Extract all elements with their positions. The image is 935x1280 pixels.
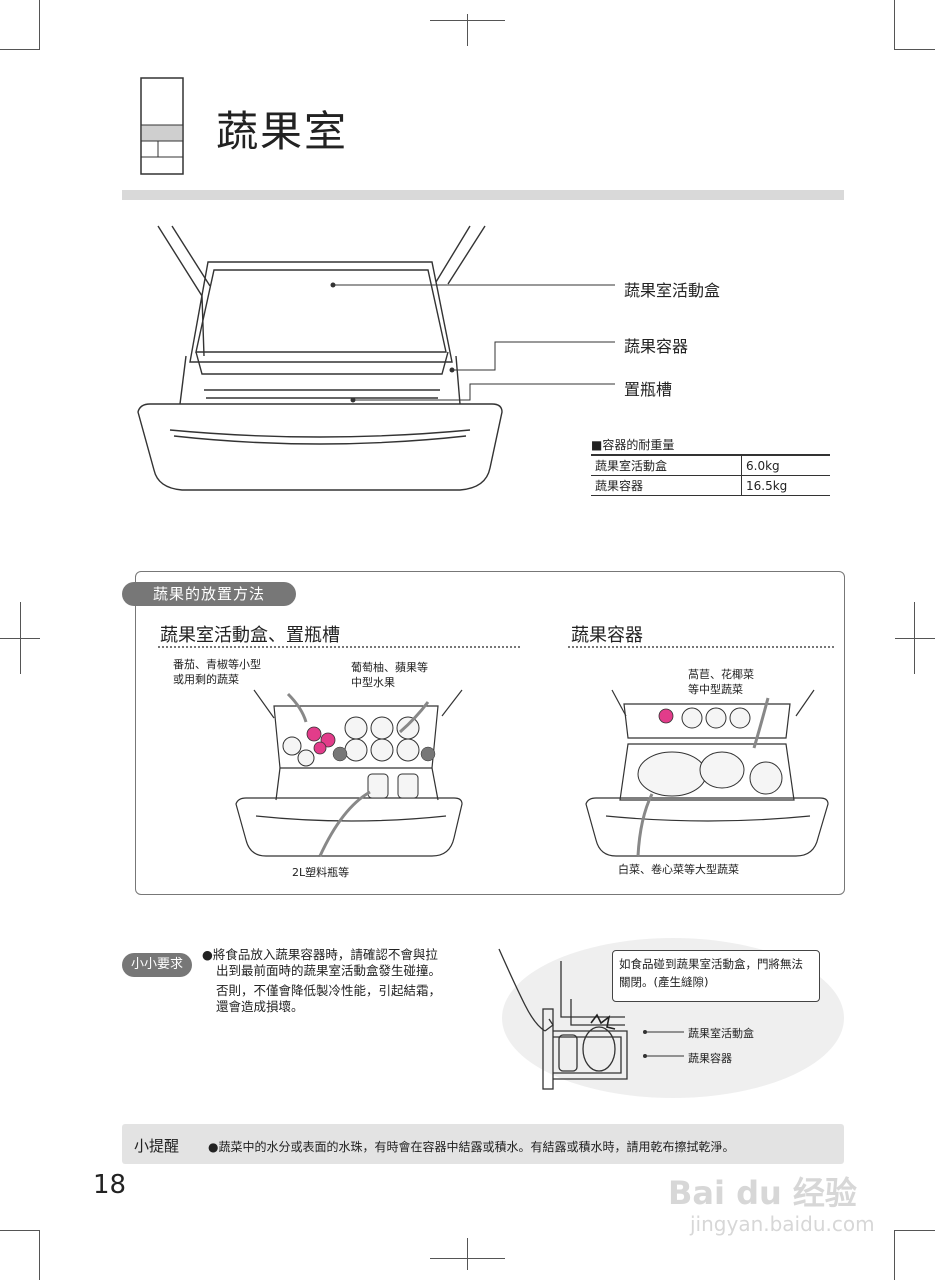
fridge-section-icon	[140, 77, 184, 175]
watermark-url: jingyan.baidu.com	[690, 1212, 875, 1236]
page-title: 蔬果室	[216, 107, 349, 156]
left-drawer-illustration	[235, 689, 463, 857]
note-medium-vegetables: 萵苣、花椰菜 等中型蔬菜	[688, 667, 754, 697]
note-line: 中型水果	[351, 676, 395, 689]
crop-mark	[430, 1258, 505, 1259]
crop-mark	[894, 0, 895, 50]
requirement-line: ●將食品放入蔬果容器時，請確認不會與拉	[202, 947, 438, 962]
crop-mark	[467, 1238, 468, 1270]
crop-mark	[0, 1230, 40, 1231]
requirement-line: 還會造成損壞。	[216, 999, 304, 1014]
crop-mark	[894, 1230, 895, 1280]
requirement-text: ●將食品放入蔬果容器時，請確認不會與拉 出到最前面時的蔬果室活動盒發生碰撞。 否…	[202, 947, 477, 1015]
note-medium-fruit: 葡萄柚、蘋果等 中型水果	[351, 660, 428, 690]
tip-bar	[122, 1124, 844, 1164]
callout-active-box: 蔬果室活動盒	[624, 281, 721, 300]
right-heading: 蔬果容器	[571, 625, 643, 646]
page-number: 18	[93, 1170, 127, 1200]
crop-mark	[39, 0, 40, 50]
right-heading-dots	[568, 646, 834, 648]
crop-mark	[895, 638, 935, 639]
crop-mark	[894, 49, 935, 50]
note-line: 萵苣、花椰菜	[688, 668, 754, 681]
table-row: 蔬果室活動盒 6.0kg	[591, 454, 830, 476]
note-small-vegetables: 番茄、青椒等小型 或用剩的蔬菜	[173, 657, 261, 687]
placement-pill: 蔬果的放置方法	[122, 582, 296, 606]
note-line: 或用剩的蔬菜	[173, 673, 239, 686]
requirement-line: 出到最前面時的蔬果室活動盒發生碰撞。	[216, 963, 442, 978]
crop-mark	[0, 638, 40, 639]
note-large-vegetables: 白菜、卷心菜等大型蔬菜	[618, 863, 739, 876]
crop-mark	[894, 1230, 935, 1231]
collision-label-box: 蔬果室活動盒	[688, 1027, 754, 1040]
crop-mark	[0, 49, 40, 50]
weight-item-name: 蔬果容器	[591, 475, 742, 496]
weight-table: 蔬果室活動盒 6.0kg 蔬果容器 16.5kg	[591, 454, 830, 496]
crop-mark	[467, 14, 468, 46]
callout-leader-lines	[333, 284, 615, 401]
collision-label-container: 蔬果容器	[688, 1052, 732, 1065]
title-underline-bar	[122, 190, 844, 200]
requirement-line: 否則，不僅會降低製冷性能，引起結霜，	[216, 983, 442, 998]
crop-mark	[430, 20, 505, 21]
requirement-pill: 小小要求	[122, 953, 192, 977]
collision-warning-box: 如食品碰到蔬果室活動盒，門將無法 關閉。(產生縫隙)	[612, 950, 820, 1002]
placement-section-box	[135, 571, 845, 895]
weight-item-value: 6.0kg	[741, 454, 830, 476]
collision-label-leaders	[643, 1030, 684, 1058]
warning-line: 如食品碰到蔬果室活動盒，門將無法	[619, 957, 803, 971]
weight-table-title: ■容器的耐重量	[591, 438, 675, 452]
callout-container: 蔬果容器	[624, 337, 689, 356]
note-line: 番茄、青椒等小型	[173, 658, 261, 671]
warning-line: 關閉。(產生縫隙)	[619, 975, 709, 989]
crop-mark	[39, 1230, 40, 1280]
callout-bottle-slot: 置瓶槽	[624, 380, 673, 399]
table-row: 蔬果容器 16.5kg	[591, 475, 830, 496]
watermark-brand: Bai du 经验	[668, 1174, 857, 1212]
weight-item-value: 16.5kg	[741, 475, 830, 496]
note-line: 葡萄柚、蘋果等	[351, 661, 428, 674]
collision-illustration	[498, 948, 628, 1090]
note-bottles: 2L塑料瓶等	[292, 866, 350, 879]
note-line: 等中型蔬菜	[688, 683, 743, 696]
left-heading: 蔬果室活動盒、置瓶槽	[160, 625, 340, 646]
right-drawer-illustration	[585, 689, 829, 857]
tip-text: ●蔬菜中的水分或表面的水珠，有時會在容器中結露或積水。有結露或積水時，請用乾布擦…	[208, 1140, 735, 1154]
left-heading-dots	[158, 646, 520, 648]
vegetable-drawer-illustration	[137, 225, 503, 491]
weight-item-name: 蔬果室活動盒	[591, 454, 742, 476]
tip-label: 小提醒	[134, 1137, 180, 1155]
